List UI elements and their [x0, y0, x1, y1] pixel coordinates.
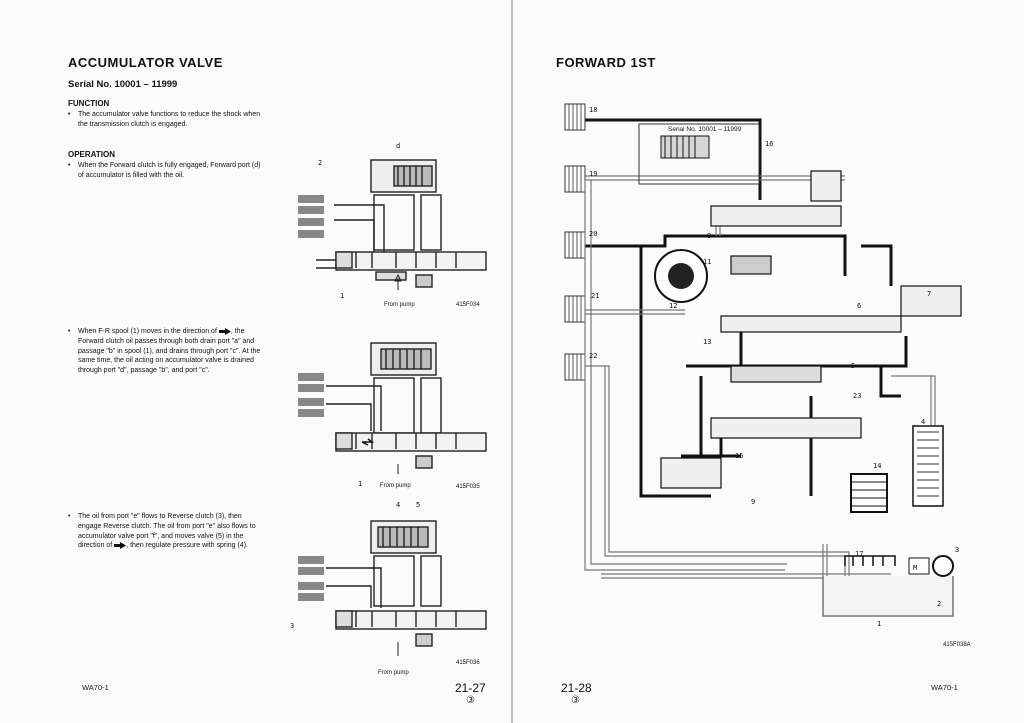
figure-caption: From pump: [378, 670, 409, 676]
diagram-label: 20: [589, 230, 597, 238]
accumulator-figure-2: 1 From pump 415F035: [298, 342, 487, 490]
figure-label: d: [396, 142, 400, 150]
figure-caption: From pump: [380, 483, 411, 489]
diagram-label: 19: [589, 170, 597, 178]
revision-mark: ③: [466, 695, 475, 706]
diagram-label: 3: [955, 546, 959, 554]
left-page: ACCUMULATOR VALVE Serial No. 10001 – 119…: [0, 0, 511, 723]
right-page: FORWARD 1ST: [513, 0, 1024, 723]
figure-label: 1: [358, 480, 362, 488]
figure-code: 415F035: [456, 484, 480, 490]
operation-paragraph-3: • The oil from port "e" flows to Reverse…: [68, 512, 264, 551]
function-heading: FUNCTION: [68, 99, 110, 108]
figure-caption: From pump: [384, 302, 415, 308]
diagram-label: 22: [589, 352, 597, 360]
operation-paragraph-2: • When F-R spool (1) moves in the direct…: [68, 327, 264, 376]
operation-text-2: When F-R spool (1) moves in the directio…: [78, 327, 261, 375]
page-number: 21-28: [561, 681, 592, 695]
diagram-label: 13: [703, 338, 711, 346]
section-title: FORWARD 1ST: [556, 55, 656, 70]
page-number: 21-27: [455, 681, 486, 695]
diagram-label: 5: [851, 362, 855, 370]
operation-text-3: The oil from port "e" flows to Reverse c…: [78, 513, 256, 550]
figure-code: 415F038A: [943, 642, 971, 648]
diagram-label: 7: [927, 290, 931, 298]
figure-label: 5: [416, 501, 420, 509]
figure-code: 415F036: [456, 660, 480, 666]
diagram-label: 2: [937, 600, 941, 608]
diagram-label: 1: [877, 620, 881, 628]
diagram-label: 21: [591, 292, 599, 300]
hydraulic-circuit-diagram: Serial No. 10001 – 11999 18 16 19 20: [564, 103, 962, 628]
operation-text-1: When the Forward clutch is fully engaged…: [78, 162, 261, 179]
diagram-label: 12: [669, 302, 677, 310]
diagram-label: 17: [855, 550, 863, 558]
diagram-label: 8: [707, 232, 711, 240]
serial-number: Serial No. 10001 – 11999: [68, 79, 178, 90]
footer-model: WA70-1: [931, 683, 958, 692]
diagram-label: 6: [857, 302, 861, 310]
section-title: ACCUMULATOR VALVE: [68, 55, 223, 70]
figure-label: 3: [290, 622, 294, 630]
diagram-label: 11: [703, 258, 711, 266]
diagram-label: 15: [735, 452, 743, 460]
direction-arrow-icon: [218, 327, 231, 335]
page-gutter: [511, 0, 513, 723]
diagram-label: 9: [751, 498, 755, 506]
footer-model: WA70-1: [82, 683, 109, 692]
figure-label: 1: [340, 292, 344, 300]
diagram-label: 23: [853, 392, 861, 400]
direction-arrow-icon: [114, 542, 127, 550]
figure-label: 2: [318, 159, 322, 167]
diagram-label: 16: [765, 140, 773, 148]
diagram-label: 18: [589, 106, 597, 114]
diagram-label: M: [913, 564, 917, 572]
serial-box-text: Serial No. 10001 – 11999: [668, 126, 742, 133]
function-text: The accumulator valve functions to reduc…: [78, 111, 261, 128]
function-paragraph: •The accumulator valve functions to redu…: [68, 110, 264, 130]
accumulator-figure-1: d 2 1 From pump 415F034: [298, 142, 487, 308]
operation-heading: OPERATION: [68, 150, 115, 159]
diagram-label: 4: [921, 418, 925, 426]
operation-paragraph-1: •When the Forward clutch is fully engage…: [68, 161, 264, 181]
accumulator-figure-3: 4 5 3 415F036 From pump: [290, 501, 487, 676]
revision-mark: ③: [571, 695, 580, 706]
diagram-label: 14: [873, 462, 881, 470]
figure-label: 4: [396, 501, 400, 509]
figure-code: 415F034: [456, 302, 480, 308]
